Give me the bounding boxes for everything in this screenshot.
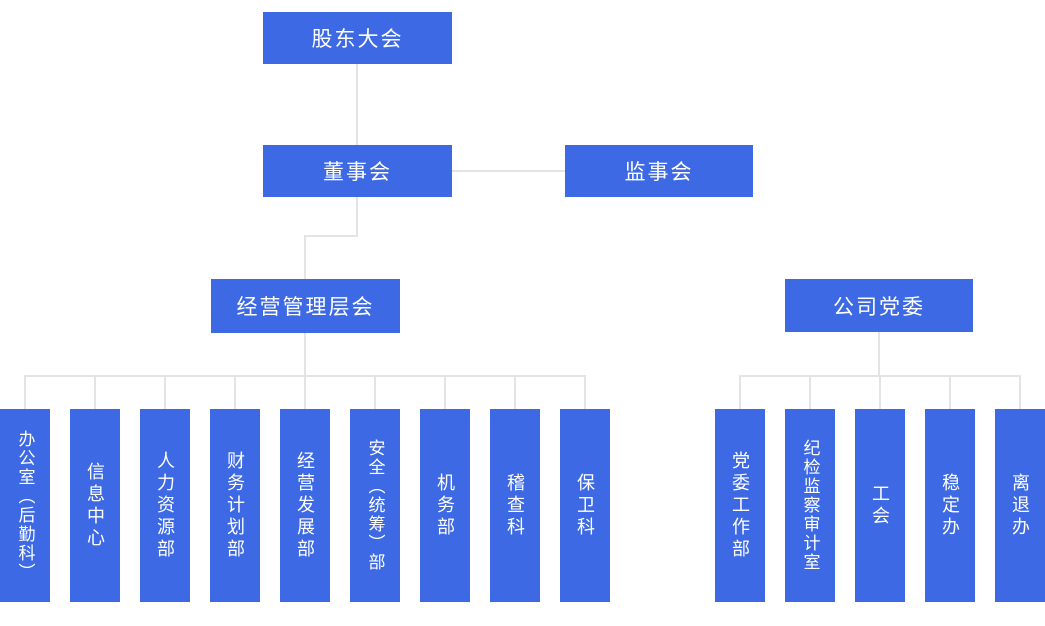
party-dept-node-party-work: 党委工作部 (715, 409, 765, 602)
party-bus-stub-4 (949, 375, 951, 409)
dept-label: 财务计划部 (225, 450, 245, 561)
bus-stub-1 (24, 375, 26, 409)
dept-label: 机务部 (435, 472, 455, 539)
party-dept-node-labor-union: 工会 (855, 409, 905, 602)
party-bus-stub-1 (739, 375, 741, 409)
bus-stub-3 (164, 375, 166, 409)
node-board-of-directors: 董事会 (263, 145, 452, 197)
dept-label: 人力资源部 (155, 450, 175, 561)
dept-label: 经营发展部 (295, 450, 315, 561)
mgmt-dept-node-business-development: 经营发展部 (280, 409, 330, 602)
mgmt-dept-node-finance-planning: 财务计划部 (210, 409, 260, 602)
mgmt-dept-node-machinery: 机务部 (420, 409, 470, 602)
mgmt-dept-node-office: 办公室（后勤科） (0, 409, 50, 602)
node-party-committee: 公司党委 (785, 279, 973, 332)
connector-board-supervisors (452, 170, 565, 172)
bus-stub-7 (444, 375, 446, 409)
mgmt-dept-node-info-center: 信息中心 (70, 409, 120, 602)
dept-label: 安全（统筹）部 (365, 439, 385, 572)
party-bus-stub-3 (879, 375, 881, 409)
connector-board-step-down (356, 197, 358, 237)
node-shareholders-meeting: 股东大会 (263, 12, 452, 64)
bus-stub-9 (584, 375, 586, 409)
bus-stub-8 (514, 375, 516, 409)
connector-step-management (304, 235, 306, 279)
mgmt-dept-node-safety: 安全（统筹）部 (350, 409, 400, 602)
bus-stub-4 (234, 375, 236, 409)
dept-label: 工会 (870, 483, 890, 528)
dept-label: 纪检监察审计室 (800, 439, 820, 572)
dept-label: 办公室（后勤科） (15, 429, 35, 582)
connector-board-step-across (304, 235, 358, 237)
mgmt-dept-node-inspection: 稽查科 (490, 409, 540, 602)
node-supervisory-board: 监事会 (565, 145, 753, 197)
dept-label: 稽查科 (505, 472, 525, 539)
dept-label: 党委工作部 (730, 450, 750, 561)
dept-label: 离退办 (1010, 472, 1030, 539)
node-management-committee: 经营管理层会 (211, 279, 400, 333)
dept-label: 信息中心 (85, 461, 105, 550)
bus-stub-5 (304, 375, 306, 409)
mgmt-dept-node-security: 保卫科 (560, 409, 610, 602)
party-dept-node-retirees-office: 离退办 (995, 409, 1045, 602)
bus-stub-2 (94, 375, 96, 409)
connector-shareholders-board (356, 63, 358, 145)
party-dept-node-stability-office: 稳定办 (925, 409, 975, 602)
mgmt-dept-node-hr: 人力资源部 (140, 409, 190, 602)
dept-label: 保卫科 (575, 472, 595, 539)
dept-label: 稳定办 (940, 472, 960, 539)
party-dept-node-discipline-audit: 纪检监察审计室 (785, 409, 835, 602)
party-bus-stub-2 (809, 375, 811, 409)
connector-party-bus (878, 332, 880, 377)
connector-management-bus (304, 333, 306, 377)
bus-stub-6 (374, 375, 376, 409)
party-bus-stub-5 (1019, 375, 1021, 409)
